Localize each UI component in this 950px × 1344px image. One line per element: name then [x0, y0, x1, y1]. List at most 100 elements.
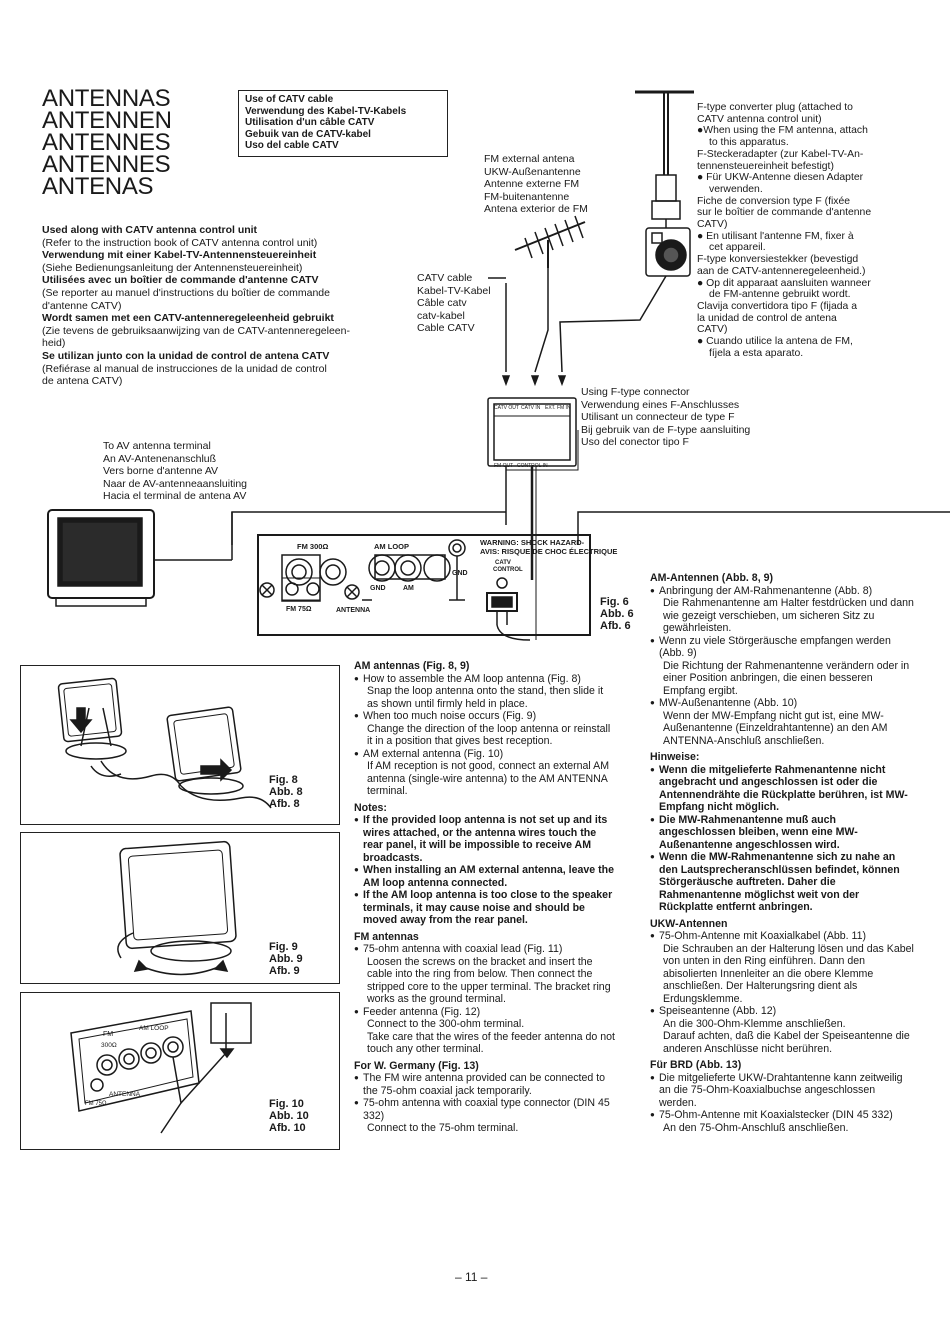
bold-bullet-item: If the provided loop antenna is not set … — [354, 814, 616, 864]
usage-line: (Refiérase al manual de instrucciones de… — [42, 362, 327, 375]
using-ftype-label: Using F-type connector Verwendung eines … — [581, 386, 801, 449]
antenna-label: ANTENNA — [336, 607, 371, 614]
page-number: – 11 – — [455, 1270, 488, 1284]
ftype-line: ● Cuando utilice la antena de FM, — [697, 336, 853, 348]
label-line: Utilisant un connecteur de type F — [581, 411, 735, 424]
usage-line: (Se reporter au manuel d'instructions du… — [42, 286, 330, 299]
label-line: FM-buitenantenne — [484, 190, 570, 203]
fig9-label: Fig. 9 Abb. 9 Afb. 9 — [269, 941, 303, 977]
fig-line: Fig. 10 — [269, 1098, 304, 1110]
bullet-item: 75-Ohm-Antenne mit Koaxialstecker (DIN 4… — [650, 1109, 914, 1122]
bullet-item: 75-ohm antenna with coaxial lead (Fig. 1… — [354, 943, 616, 956]
page-title: ANTENNAS ANTENNEN ANTENNES ANTENNES ANTE… — [42, 85, 222, 200]
body-text: Snap the loop antenna onto the stand, th… — [367, 685, 604, 710]
ftype-line: Fiche de conversion type F (fixée — [697, 195, 851, 207]
fig10-panel: FM 300Ω AM LOOP ANTENNA FM 75Ω Fig. 10 A… — [20, 992, 340, 1150]
ftype-line: verwenden. — [709, 183, 763, 195]
body-text: Wenn der MW-Empfang nicht gut ist, eine … — [663, 709, 888, 747]
label-line: Câble catv — [417, 297, 467, 310]
ftype-line: ●When using the FM antenna, attach — [697, 125, 868, 137]
fig-line: Fig. 9 — [269, 941, 298, 953]
ftype-line: CATV) — [697, 219, 728, 231]
bold-bullet-item: If the AM loop antenna is too close to t… — [354, 889, 616, 927]
gnd-terminal-label: GND — [452, 570, 468, 577]
section-heading: Hinweise: — [650, 751, 700, 763]
catv-in-label: CATV IN — [521, 405, 541, 411]
title-line: ANTENNAS — [42, 85, 171, 112]
label-line: CATV — [495, 560, 511, 566]
fig-line: Afb. 6 — [600, 620, 631, 632]
fig8-label: Fig. 8 Abb. 8 Afb. 8 — [269, 774, 303, 810]
rear-panel-icon — [257, 534, 591, 641]
fm75-label: FM 75Ω — [286, 606, 312, 613]
ftype-line: F-type converter plug (attached to — [697, 102, 853, 113]
body-text: Die Rahmenantenne am Halter festdrücken … — [663, 597, 914, 634]
ftype-line: cet appareil. — [709, 242, 766, 254]
usage-line: (Siehe Bedienungsanleitung der Antennens… — [42, 261, 303, 274]
ftype-line: F-Steckeradapter (zur Kabel-TV-An- — [697, 148, 864, 160]
bullet-item: AM external antenna (Fig. 10) — [354, 748, 616, 761]
ftype-line: la unidad de control de antena — [697, 312, 837, 324]
catv-cable-box: Use of CATV cable Verwendung des Kabel-T… — [238, 90, 448, 157]
usage-line: Utilisées avec un boîtier de commande d'… — [42, 274, 319, 287]
bullet-item: The FM wire antenna provided can be conn… — [354, 1072, 616, 1097]
tv-set-icon — [47, 509, 155, 607]
usage-line: de antena CATV) — [42, 375, 123, 388]
english-instructions: AM antennas (Fig. 8, 9)How to assemble t… — [354, 660, 616, 1135]
ftype-line: CATV antenna control unit) — [697, 113, 822, 125]
title-line: ANTENNES — [42, 151, 171, 178]
bullet-item: 75-Ohm-Antenne mit Koaxialkabel (Abb. 11… — [650, 930, 914, 943]
fig10-fm300-label: 300Ω — [101, 1042, 117, 1049]
title-line: ANTENNES — [42, 129, 171, 156]
loop-antenna-rotation-icon — [117, 840, 237, 976]
fig-line: Afb. 10 — [269, 1122, 306, 1134]
body-text: Connect to the 300-ohm terminal. — [367, 1018, 525, 1030]
german-instructions: AM-Antennen (Abb. 8, 9)Anbringung der AM… — [650, 572, 914, 1134]
fm300-label: FM 300Ω — [297, 542, 329, 551]
fig-line: Afb. 8 — [269, 798, 300, 810]
fm-out-label: FM OUT — [494, 463, 514, 469]
bullet-item: MW-Außenantenne (Abb. 10) — [650, 697, 914, 710]
section-heading: AM-Antennen (Abb. 8, 9) — [650, 572, 773, 584]
fig10-am-loop-label: AM LOOP — [139, 1025, 169, 1032]
ftype-line: sur le boîtier de commande d'antenne — [697, 207, 872, 219]
title-line: ANTENNEN — [42, 107, 172, 134]
fig8-panel: Fig. 8 Abb. 8 Afb. 8 — [20, 665, 340, 825]
fig-line: Afb. 9 — [269, 965, 300, 977]
body-text: Connect to the 75-ohm terminal. — [367, 1122, 519, 1134]
section-heading: AM antennas (Fig. 8, 9) — [354, 660, 470, 672]
bullet-item: Die mitgelieferte UKW-Drahtantenne kann … — [650, 1072, 914, 1110]
usage-line: Used along with CATV antenna control uni… — [42, 224, 258, 236]
ftype-line: aan de CATV-antenneregeleenheid.) — [697, 265, 866, 277]
catv-box-line: Utilisation d'un câble CATV — [245, 117, 375, 128]
label-line: CATV cable — [417, 272, 473, 284]
label-line: Antenne externe FM — [484, 178, 580, 191]
body-text: Die Schrauben an der Halterung lösen und… — [663, 942, 914, 1005]
bullet-item: When too much noise occurs (Fig. 9) — [354, 710, 616, 723]
section-heading: For W. Germany (Fig. 13) — [354, 1059, 479, 1072]
bullet-item: How to assemble the AM loop antenna (Fig… — [354, 673, 616, 686]
section-heading: Für BRD (Abb. 13) — [650, 1059, 742, 1071]
warning-label: WARNING: SHOCK HAZARD- AVIS: RISQUE DE C… — [480, 538, 617, 556]
section-heading: Notes: — [354, 801, 387, 814]
fig9-panel: Fig. 9 Abb. 9 Afb. 9 — [20, 832, 340, 984]
bullet-item: Feeder antenna (Fig. 12) — [354, 1006, 616, 1019]
ftype-converter-plug-icon — [645, 227, 691, 277]
to-av-terminal-label: To AV antenna terminal An AV-Antenenansc… — [103, 440, 303, 503]
fm-yagi-antenna-icon — [514, 215, 586, 268]
title-line: ANTENAS — [42, 173, 154, 200]
label-line: Hacia el terminal de antena AV — [103, 490, 247, 503]
bold-bullet-item: Wenn die MW-Rahmenantenne sich zu nahe a… — [650, 851, 914, 914]
fig-line: Abb. 6 — [600, 608, 634, 620]
bold-bullet-item: When installing an AM external antenna, … — [354, 864, 616, 889]
ftype-line: ● Op dit apparaat aansluiten wanneer — [697, 277, 871, 289]
body-text: Die Richtung der Rahmenantenne verändern… — [663, 659, 910, 697]
ftype-line: ● En utilisant l'antenne FM, fixer à — [697, 230, 854, 242]
catv-usage-notes: Used along with CATV antenna control uni… — [42, 224, 412, 388]
label-line: To AV antenna terminal — [103, 440, 211, 452]
fig-line: Fig. 6 — [600, 596, 629, 608]
bold-bullet-item: Wenn die mitgelieferte Rahmenantenne nic… — [650, 764, 914, 814]
body-text: Darauf achten, daß die Kabel der Speisea… — [663, 1030, 910, 1055]
usage-line: heid) — [42, 337, 66, 350]
connection-diagram — [47, 90, 950, 641]
